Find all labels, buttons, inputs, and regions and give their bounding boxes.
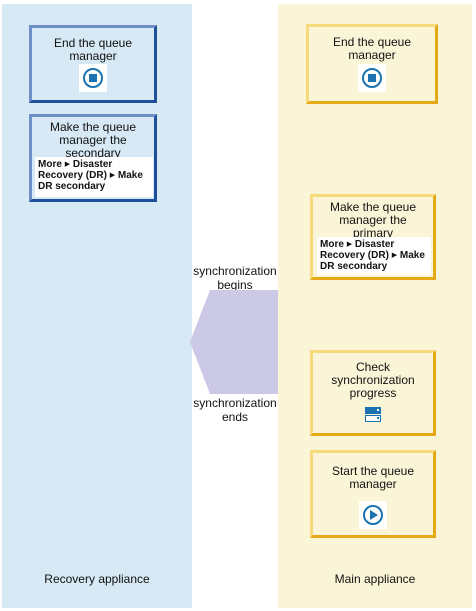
menu-path-item[interactable]: Disaster Recovery (DR): [38, 159, 113, 181]
menu-path-item[interactable]: Disaster Recovery (DR): [320, 239, 395, 261]
stop-icon[interactable]: [362, 68, 382, 88]
check-sync-progress-step: Check synchronization progress: [310, 350, 436, 436]
step-label: Check synchronization progress: [331, 360, 415, 400]
stop-icon[interactable]: [83, 68, 103, 88]
sync-begins-label: synchronization begins: [193, 264, 277, 292]
caret-right-icon: ▶: [346, 241, 353, 248]
menu-path: More ▶ Disaster Recovery (DR) ▶ Make DR …: [35, 157, 153, 197]
start-queue-manager-step: Start the queue manager: [310, 450, 436, 538]
menu-path-item[interactable]: Make DR secondary: [320, 250, 425, 272]
step-label: Start the queue manager: [331, 464, 415, 491]
step-label: End the queue manager: [53, 36, 133, 63]
recovery-end-queue-manager-step: End the queue manager: [29, 25, 157, 103]
menu-path-item[interactable]: More: [320, 239, 344, 250]
recovery-appliance-lane: Recovery appliance: [2, 4, 192, 608]
sync-ends-label: synchronization ends: [193, 396, 277, 424]
menu-path-item[interactable]: More: [38, 159, 62, 170]
make-primary-step: Make the queue manager the primary More …: [310, 194, 436, 280]
caret-right-icon: ▶: [391, 252, 398, 259]
step-label: Make the queue manager the primary: [329, 200, 417, 240]
menu-path: More ▶ Disaster Recovery (DR) ▶ Make DR …: [317, 237, 431, 275]
main-end-queue-manager-step: End the queue manager: [306, 24, 438, 104]
menu-path-item[interactable]: Make DR secondary: [38, 170, 143, 192]
server-icon[interactable]: [365, 407, 381, 422]
step-label: End the queue manager: [332, 35, 412, 62]
main-appliance-label: Main appliance: [334, 572, 416, 586]
recovery-appliance-label: Recovery appliance: [44, 572, 150, 586]
caret-right-icon: ▶: [64, 161, 71, 168]
caret-right-icon: ▶: [109, 172, 116, 179]
step-label: Make the queue manager the secondary: [49, 120, 137, 160]
play-icon[interactable]: [363, 505, 383, 525]
make-secondary-step: Make the queue manager the secondary Mor…: [29, 114, 157, 202]
synchronization-shape: [190, 290, 278, 394]
